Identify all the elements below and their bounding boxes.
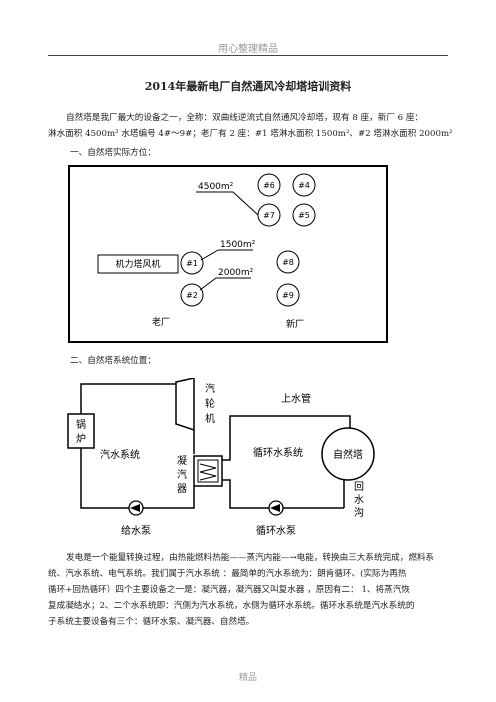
feed-pump-icon [128,500,144,516]
body-line-5: 子系统主要设备有三个：循环水泵、凝汽器、自然塔。 [48,617,255,627]
condenser-box [193,455,223,487]
page-footer: 精品 [238,673,257,683]
tower-5: #5 [292,203,316,227]
site-border [68,165,388,343]
intro-line-1: 自然塔是我厂最大的设备之一，全称：双曲线逆流式自然通风冷却塔，现有 8 座，新厂… [66,113,424,123]
area-2-label: 2000m² [218,268,254,278]
condenser-label-2: 汽 [177,468,187,481]
svg-text:#7: #7 [263,211,275,220]
body-line-1: 发电是一个能量转换过程，由热能燃料热能——蒸汽内能—→电能，转换由三大系统完成，… [66,553,435,563]
cooling-tower-label: 自然塔 [333,448,363,461]
svg-text:#9: #9 [282,291,294,300]
boiler-box [67,413,95,449]
condenser-coil [199,463,217,481]
tower-4: #4 [292,173,316,197]
body-line-2: 统、汽水系统、电气系统。我们属于汽水系统 ：最简单的汽水系统为：朗肯循环、(实际… [48,569,407,579]
area-new-leader [232,191,259,216]
area-1-leader [200,249,219,261]
old-plant-label: 老厂 [152,316,170,328]
turbine-label-1: 汽 [205,382,215,395]
tower-6: #6 [257,173,281,197]
return-ditch-label-1: 回 [354,481,364,493]
turbine-shape [175,378,195,432]
tower-9: #9 [276,283,300,307]
header-divider [48,55,448,56]
svg-text:#2: #2 [186,291,198,300]
tower-location-diagram: 4500m² #6 #4 #7 #5 #8 #9 机力塔风机 #1 #2 150… [68,165,388,343]
upper-pipe-label: 上水管 [281,392,311,405]
return-ditch-label-2: 水 [354,494,364,506]
boiler-label-2: 炉 [76,433,86,445]
circ-pump-icon [268,500,284,516]
section1-heading: 一、自然塔实际方位： [70,148,156,158]
section2-heading: 二、自然塔系统位置： [70,356,156,366]
tower-1: #1 [180,251,204,275]
svg-text:#1: #1 [186,259,198,268]
tower-8: #8 [276,250,300,274]
system-position-diagram: 锅 炉 汽 轮 机 凝 汽 器 汽水系统 上水管 循环水系统 自然塔 回 水 沟… [67,378,375,537]
mech-fan-box [97,254,179,274]
circ-line-top [222,415,351,461]
condenser-label-1: 凝 [177,455,187,467]
svg-text:#5: #5 [298,211,310,220]
condenser-inner [197,459,219,483]
steam-water-label: 汽水系统 [100,448,140,461]
area-2-leader [199,277,217,291]
svg-text:#4: #4 [298,181,310,190]
circ-water-label: 循环水系统 [253,446,303,459]
intro-line-2: 淋水面积 4500m² 水塔编号 4#～9#；老厂有 2 座：#1 塔淋水面积 … [48,129,453,139]
cooling-tower-circle [321,427,375,481]
return-ditch-label-3: 沟 [354,506,364,519]
new-plant-label: 新厂 [286,318,304,330]
turbine-label-2: 轮 [205,397,215,410]
body-line-4: 复成凝结水；2、二个水系统即：汽侧为汽水系统，水侧为循环水系统。循环水系统是汽水… [48,601,415,611]
steam-line-top [80,383,176,414]
area-new-label: 4500m² [198,182,234,192]
circ-line-bottom [222,479,344,509]
document-title: 2014年最新电厂自然通风冷却塔培训资料 [144,80,352,93]
boiler-label-1: 锅 [76,419,86,431]
page-header: 用心整理精品 [218,44,278,55]
turbine-label-3: 机 [205,412,215,425]
feed-pump-label: 给水泵 [121,524,151,537]
svg-text:#6: #6 [263,181,275,190]
condenser-label-3: 器 [177,483,187,495]
tower-2: #2 [180,283,204,307]
tower-7: #7 [257,203,281,227]
mech-fan-label: 机力塔风机 [115,258,160,270]
area-1-label: 1500m² [220,240,256,250]
circ-pump-label: 循环水泵 [256,524,296,537]
svg-text:#8: #8 [282,258,294,267]
body-line-3: 循环+回热循环）四个主要设备之一是：凝汽器，凝汽器又叫复水器 ，原因有二： 1、… [48,585,410,595]
